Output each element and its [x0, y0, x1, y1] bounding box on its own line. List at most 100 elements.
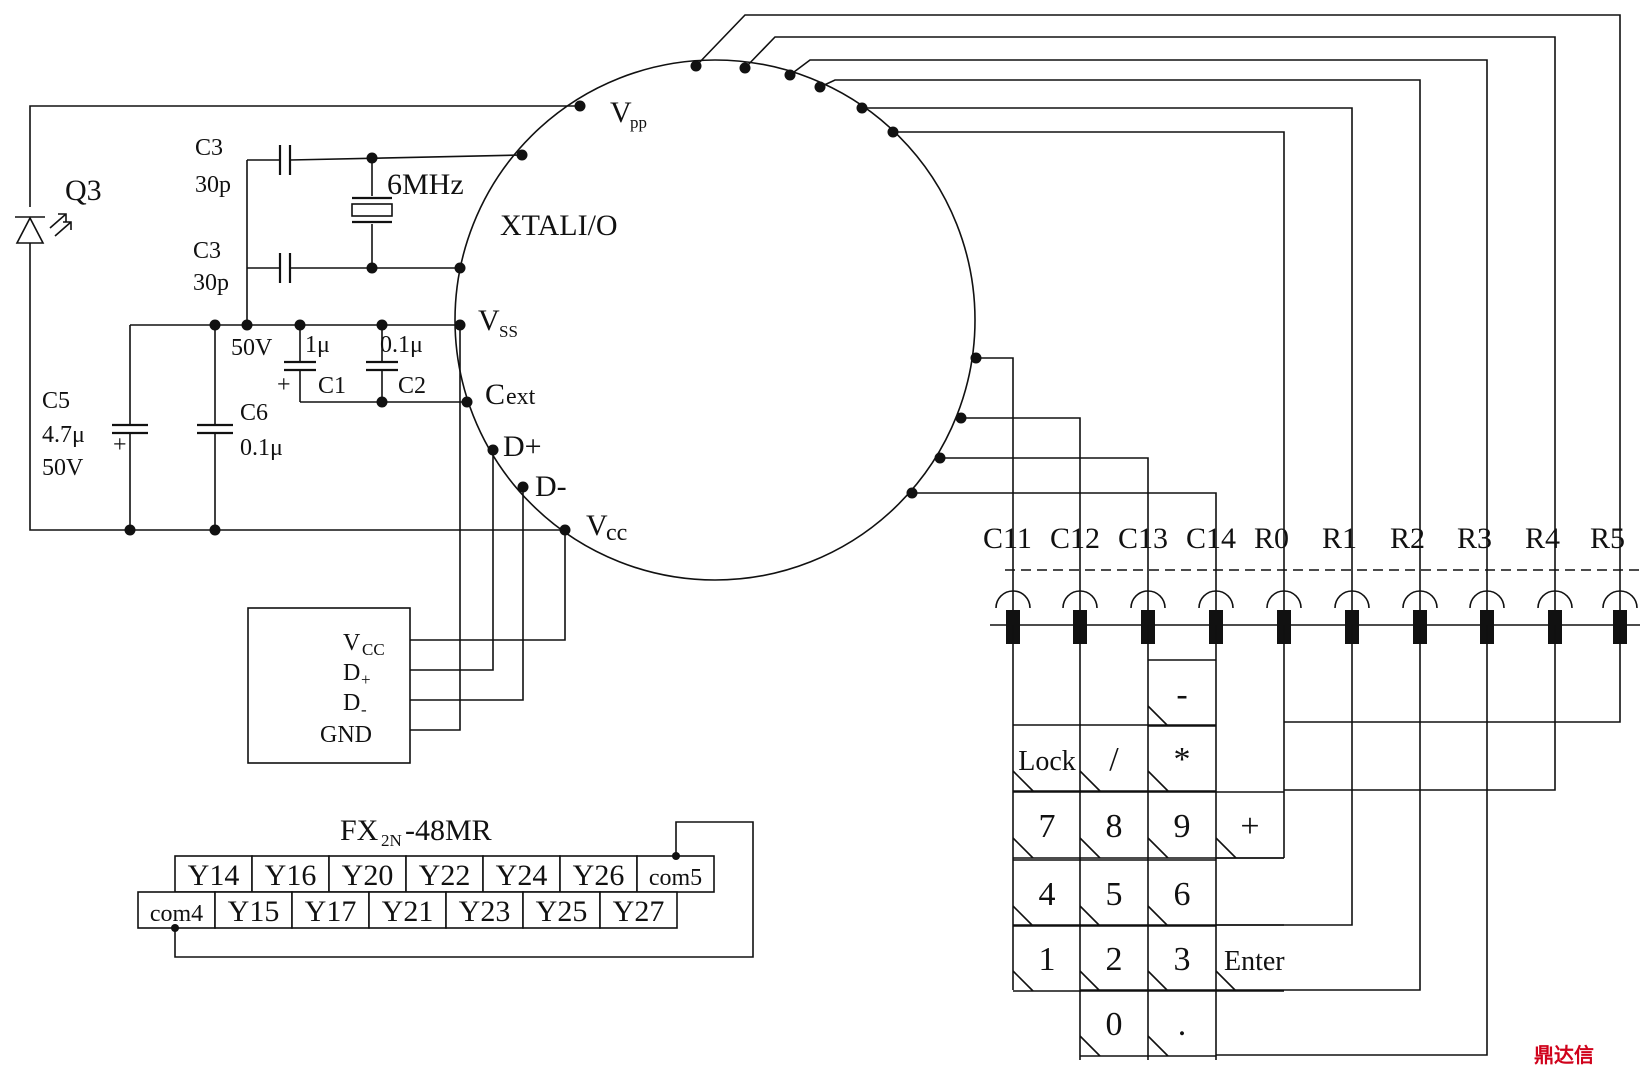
keypad-key: 8 — [1079, 791, 1148, 859]
wire-r3-return — [1216, 625, 1488, 1056]
plc-terminal — [522, 891, 601, 929]
keypad-connector-arc — [1130, 590, 1166, 609]
wire-xtal-top — [289, 154, 523, 161]
label-c5-name: C5 — [42, 388, 70, 414]
wire-c11 — [976, 357, 1014, 625]
keypad-key-label: 1 — [1039, 941, 1056, 978]
keypad-key-label: 5 — [1106, 876, 1123, 913]
pin-label-dminus: D- — [535, 470, 567, 503]
plc-terminal — [174, 855, 253, 893]
keypad-key-label: 0 — [1106, 1006, 1123, 1043]
pin-vcc-main: V — [586, 509, 608, 542]
pin-label-vcc: V cc — [586, 509, 627, 546]
keypad-key: 3 — [1147, 924, 1216, 992]
keypad-key: . — [1147, 989, 1216, 1057]
wire-r5-return — [1284, 625, 1621, 723]
keypad-key-label: / — [1109, 741, 1119, 778]
wire-vcc-rail — [29, 243, 565, 531]
row-wires — [695, 14, 1621, 625]
pin-label-vpp: V pp — [610, 96, 647, 132]
keypad-key: 5 — [1079, 859, 1148, 927]
plc-terminal-label: com4 — [150, 901, 203, 927]
plc-terminal-label: Y22 — [419, 859, 471, 892]
keypad-key-label: + — [1240, 808, 1259, 845]
keypad-key: - — [1147, 659, 1216, 727]
wire-usb-vcc — [410, 530, 566, 641]
keypad-key-label: Lock — [1018, 746, 1076, 777]
keypad-column-label: C13 — [1118, 522, 1168, 555]
keypad-column-label: C12 — [1050, 522, 1100, 555]
label-c5-plus: + — [113, 432, 127, 458]
plc-terminal-label: Y16 — [265, 859, 317, 892]
keypad-key-label: Enter — [1224, 946, 1285, 977]
svg-text:D: D — [343, 660, 360, 686]
wire-c13 — [940, 457, 1149, 625]
label-c6-value: 0.1μ — [240, 435, 283, 461]
keypad-connector-arc — [1198, 590, 1234, 609]
label-c2-value: 0.1μ — [380, 332, 423, 358]
plc-terminal-label: Y17 — [305, 895, 357, 928]
pin-label-vss: V SS — [478, 304, 518, 341]
plc-terminal-label: com5 — [649, 865, 702, 891]
keypad-key: Enter — [1215, 924, 1285, 992]
plc-terminal-label: Y23 — [459, 895, 511, 928]
pin-vss-main: V — [478, 304, 500, 337]
keypad-connector-arc — [1537, 590, 1573, 609]
keypad-connectors — [995, 590, 1638, 644]
wire-r5 — [695, 14, 1621, 625]
keypad-connector-arc — [1334, 590, 1370, 609]
keypad-key: / — [1079, 724, 1148, 792]
keypad-key-label: 7 — [1039, 808, 1056, 845]
chip-label: XTALI/O — [500, 209, 618, 242]
wire-com4-com5 — [174, 821, 754, 958]
label-c3-bottom-name: C3 — [193, 238, 221, 264]
capacitor-c6 — [197, 325, 233, 530]
wire-vpp — [29, 105, 580, 207]
keypad-column-label: R0 — [1254, 522, 1289, 555]
pin-label-cext: C ext — [485, 378, 536, 411]
plc-terminal — [137, 891, 216, 929]
capacitor-c5 — [112, 325, 148, 530]
keypad-column-label: C14 — [1186, 522, 1236, 555]
plc-terminal-label: Y20 — [342, 859, 394, 892]
pin-vss-sub: SS — [499, 322, 518, 341]
usb-pin-vcc: V CC — [343, 630, 385, 659]
svg-text:CC: CC — [362, 640, 385, 659]
keypad-key-label: 9 — [1174, 808, 1191, 845]
wire-r1 — [862, 107, 1353, 625]
plc-terminal — [368, 891, 447, 929]
keypad-key-label: 2 — [1106, 941, 1123, 978]
pin-cext-sub: ext — [506, 384, 536, 410]
plc-terminal — [482, 855, 561, 893]
plc-terminal-label: Y25 — [536, 895, 588, 928]
label-c1-plus: + — [277, 372, 291, 398]
label-c5-voltage: 50V — [42, 455, 84, 481]
plc-terminal-label: Y14 — [188, 859, 240, 892]
label-c3-top-value: 30p — [195, 172, 231, 198]
keypad-key: + — [1215, 791, 1284, 859]
keypad-key: 4 — [1012, 859, 1081, 927]
pin-label-dplus: D+ — [503, 430, 542, 463]
pin-vpp-main: V — [610, 96, 632, 129]
plc-terminal-label: Y27 — [613, 895, 665, 928]
keypad-key-label: 6 — [1174, 876, 1191, 913]
pin-cext-main: C — [485, 378, 505, 411]
keypad-column-label: R4 — [1525, 522, 1560, 555]
wire-r1-return — [1216, 625, 1353, 926]
wire-r2 — [819, 79, 1421, 625]
keypad-key-label: - — [1176, 676, 1187, 713]
keypad-connector-arc — [1062, 590, 1098, 609]
keypad-key: 6 — [1147, 859, 1216, 927]
keypad-column-label: R1 — [1322, 522, 1357, 555]
watermark: 鼎达信 — [1534, 1043, 1594, 1067]
label-q3: Q3 — [65, 174, 102, 207]
label-c5-value: 4.7μ — [42, 422, 85, 448]
svg-text:D: D — [343, 690, 360, 716]
wire-c12 — [961, 417, 1081, 625]
plc-terminal — [251, 855, 330, 893]
keypad-key-label: 3 — [1174, 941, 1191, 978]
plc-terminal-label: Y24 — [496, 859, 548, 892]
